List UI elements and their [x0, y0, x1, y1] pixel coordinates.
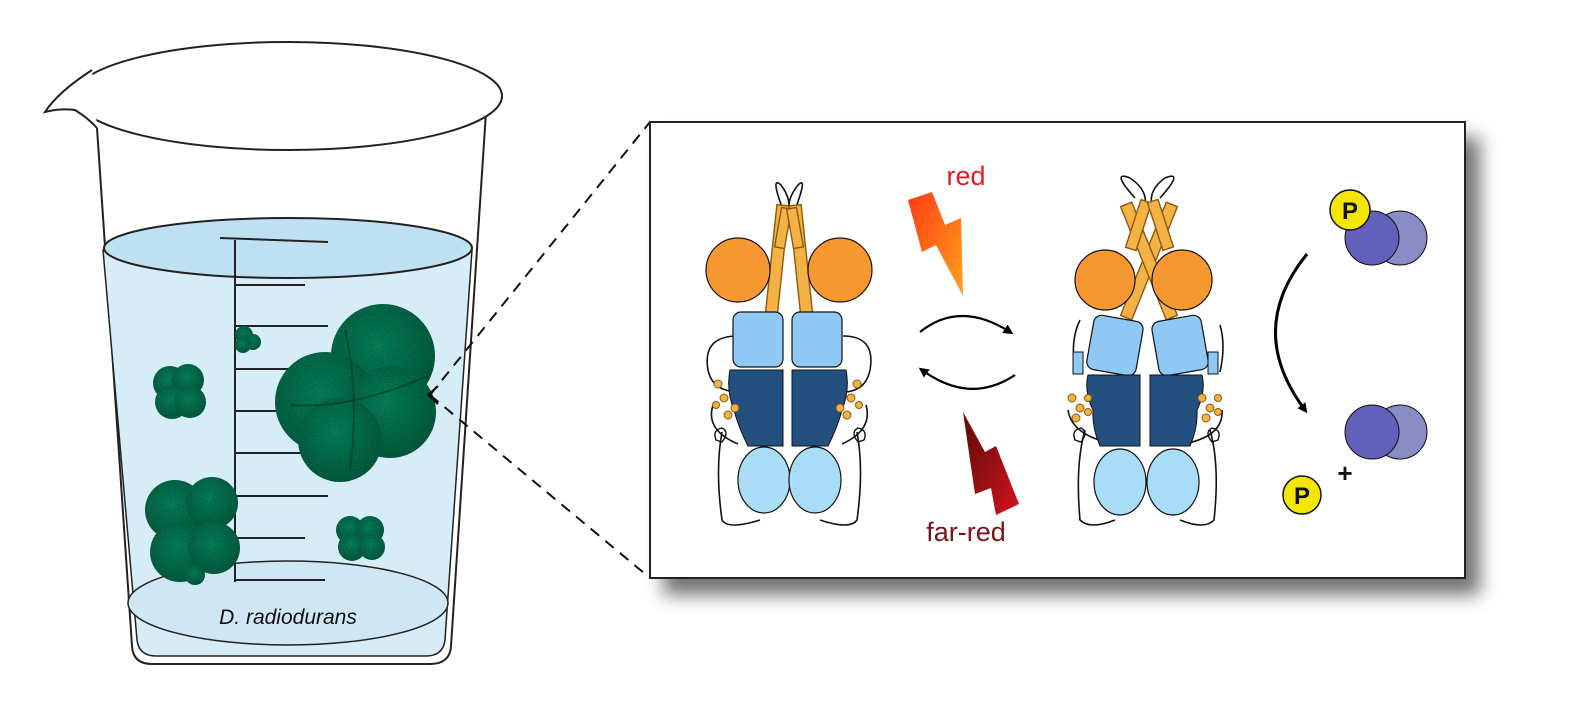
reverse-arrow: [918, 367, 1016, 390]
beaker: D. radiodurans: [42, 41, 503, 665]
phosphate-label-top: P: [1342, 198, 1358, 225]
red-label: red: [946, 161, 985, 191]
effector-domain-right: [788, 446, 842, 514]
phytochrome-dimer-pfr: [1067, 175, 1224, 526]
response-regulator-dark-bottom: [1344, 404, 1400, 460]
beaker-spout: [42, 69, 98, 129]
phosphate-label-free: P: [1294, 483, 1310, 510]
chromophore-pfr: [1067, 393, 1222, 423]
effector-domain-right: [1146, 448, 1200, 516]
cell-tetrad-bottom-left: [145, 477, 240, 585]
bacterial-cells: [145, 304, 436, 585]
phosphate-icon-top: [1329, 189, 1371, 231]
pas-domain-right: [1151, 249, 1213, 311]
zoom-lines: [429, 121, 651, 579]
effector-domain-left: [1093, 448, 1147, 516]
gaf-domain-right: [1149, 374, 1204, 447]
phosphate-icon-free: [1282, 475, 1322, 515]
cell-tetrad-left: [153, 364, 206, 419]
species-label: D. radiodurans: [219, 606, 357, 629]
photoconversion: red far-red: [908, 161, 1019, 547]
beaker-rim: [73, 41, 503, 151]
cell-small-top: [235, 326, 261, 353]
gaf-domain-left: [1086, 374, 1141, 447]
red-lightning-icon: [908, 192, 963, 296]
helix-pair-pr: [764, 203, 814, 319]
phosphorylation: P P +: [1274, 189, 1428, 515]
phy-domain-right: [791, 311, 843, 368]
far-red-label: far-red: [926, 517, 1006, 547]
cell-tetrad-large: [275, 304, 436, 482]
detail-panel: [649, 121, 1466, 579]
phytochrome-dimer-pr: [705, 182, 873, 526]
cell-tetrad-bottom-right: [336, 516, 385, 561]
phy-domain-left: [732, 311, 784, 368]
chromophore-pr: [712, 379, 863, 420]
water-surface: [103, 217, 473, 279]
zoom-marker: [426, 385, 439, 405]
far-red-lightning-icon: [963, 412, 1019, 515]
beaker-bottom: [127, 560, 449, 646]
phy-domain-right: [1151, 314, 1209, 377]
phy-domain-left: [1086, 314, 1144, 377]
pas-domain-left: [705, 237, 771, 303]
dephosphorylation-arrow: [1274, 253, 1309, 414]
pas-domain-left: [1074, 249, 1136, 311]
plus-sign: +: [1337, 458, 1352, 488]
forward-arrow: [919, 315, 1014, 335]
effector-domain-left: [737, 446, 791, 514]
pas-domain-right: [807, 237, 873, 303]
beaker-body: [96, 111, 487, 665]
